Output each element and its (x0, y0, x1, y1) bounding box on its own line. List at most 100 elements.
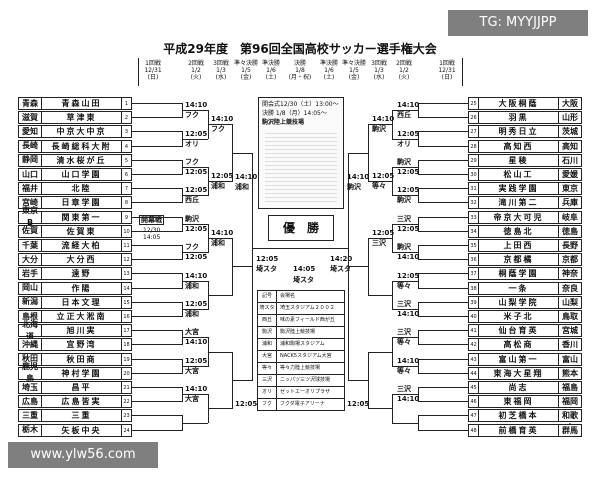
match-time-left: 大宮 (185, 328, 199, 337)
bracket-line (418, 131, 468, 133)
round-header-left: 3回戦 1/3 (水) (213, 60, 229, 81)
team-number: 45 (469, 382, 479, 393)
team-prefecture: 沖縄 (22, 339, 38, 349)
venue-name: 等々力陸上競技場 (280, 365, 321, 371)
bracket-line (418, 287, 468, 289)
team-school: 長崎総科大附 (41, 140, 121, 152)
team-number: 23 (121, 410, 131, 422)
bracket-line (392, 308, 418, 310)
match-time-left: 14:10 (185, 385, 208, 394)
team-school: 草津東 (41, 112, 121, 124)
bracket-line (132, 117, 182, 119)
team-prefecture: 埼玉 (22, 382, 38, 392)
team-school: 関東第一 (41, 211, 121, 223)
bracket-line (418, 202, 468, 204)
bracket-line (392, 110, 393, 140)
bracket-line (418, 387, 419, 403)
qf-venue-left: 浦和 (235, 182, 249, 191)
team-school: 広島皆実 (41, 396, 121, 408)
team-prefecture: 秋田 (22, 354, 38, 364)
team-number: 13 (121, 268, 131, 280)
team-number: 40 (469, 311, 479, 322)
team-number: 6 (121, 169, 131, 180)
match-time-left: 駒沢 (185, 214, 199, 223)
team-number: 34 (469, 225, 479, 237)
bracket-line (182, 252, 208, 254)
team-prefecture: 山梨 (558, 296, 581, 308)
bracket-line (418, 188, 419, 204)
round-header-left: 2回戦 1/2 (火) (188, 60, 204, 81)
bracket-line (132, 287, 182, 289)
bracket-line (182, 110, 208, 112)
winner-box: 優 勝 (268, 215, 334, 241)
qf-time-right: 14:10 (347, 172, 370, 181)
team-entry-right: 31実践学園東京A (468, 182, 582, 205)
team-number: 48 (469, 424, 479, 436)
match-time-left: 14:10 (185, 271, 208, 280)
bracket-line (368, 408, 392, 410)
bracket-line (132, 401, 182, 403)
bracket-line (418, 401, 468, 403)
team-prefecture: 宮城 (558, 325, 581, 337)
bracket-line (132, 358, 182, 360)
bracket-line (392, 337, 418, 339)
match-venue-left: 大宮 (185, 366, 199, 375)
team-prefecture: 青森 (22, 98, 38, 108)
match-venue-right: 駒沢 (397, 196, 411, 205)
team-school: 中京大中京 (41, 126, 121, 138)
team-prefecture: 佐賀 (22, 226, 38, 236)
team-number: 18 (121, 339, 131, 351)
venue-code: 等々 (258, 363, 277, 374)
team-school: 高松商 (503, 340, 534, 350)
team-school: 帝京大可児 (493, 212, 544, 222)
bracket-line (348, 152, 368, 154)
team-number: 3 (121, 126, 131, 138)
team-number: 4 (121, 140, 131, 152)
bracket-line (392, 138, 418, 140)
bracket-line (392, 394, 393, 424)
bracket-line (132, 429, 182, 431)
team-school: 北陸 (41, 183, 121, 195)
watermark-bottom: www.ylw56.com (8, 442, 158, 468)
match-venue-left: フク (185, 111, 199, 120)
team-school: 三重 (41, 410, 121, 422)
bracket-line (132, 230, 182, 232)
team-number: 30 (469, 169, 479, 180)
team-number: 39 (469, 296, 479, 308)
team-school: 旭川実 (41, 325, 121, 337)
r3-venue-left: 浦和 (211, 182, 225, 191)
bracket-line (418, 216, 468, 218)
match-venue-right: 14:10 (397, 253, 420, 262)
team-number: 1 (121, 98, 131, 109)
team-school: 東福岡 (503, 397, 534, 407)
bracket-line (368, 351, 369, 410)
qf-time-left: 14:10 (235, 172, 258, 181)
match-venue-left: 12:05 (185, 224, 208, 233)
bracket-line (252, 152, 253, 381)
team-prefecture: 神奈川 (558, 268, 581, 290)
bracket-line (418, 174, 468, 175)
match-venue-right: オリ (397, 139, 411, 148)
team-prefecture: 大阪 (558, 98, 581, 109)
note-venue: 駒沢陸上競技場 (262, 119, 305, 126)
bracket-line (132, 216, 182, 218)
bracket-line (418, 245, 468, 246)
match-time-left: フク (185, 243, 199, 252)
team-prefecture: 広島 (22, 396, 38, 406)
venue-name: NACK5スタジアム大宮 (280, 353, 332, 359)
team-school: 立正大淞南 (41, 311, 121, 322)
match-time-right: 12:05 (397, 129, 420, 138)
venue-row: 埼スタ埼玉スタジアム２００２ (258, 302, 344, 314)
